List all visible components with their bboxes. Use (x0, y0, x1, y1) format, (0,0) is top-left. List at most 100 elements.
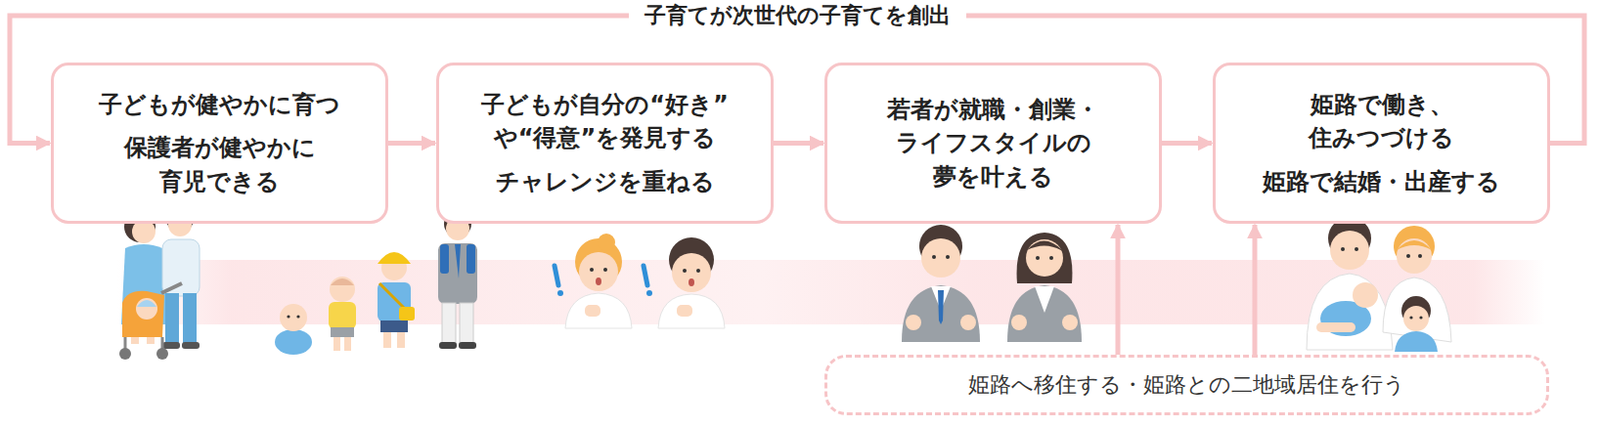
exclamation-mark-part (557, 290, 564, 297)
schoolboy-figure-part (459, 303, 474, 345)
box-text: 保護者が健やかに 育児できる (88, 131, 351, 198)
kindergarten-child-figure-part (383, 332, 392, 349)
girl-figure-part (589, 267, 594, 272)
family-father-figure-part (1354, 247, 1359, 252)
flow-arrow (1115, 224, 1121, 356)
schoolboy-figure-part (438, 243, 478, 305)
family-mother-figure-part (1406, 254, 1411, 259)
family-father-figure-part (1330, 230, 1370, 270)
box-heading: 子どもが健やかに育つ (98, 88, 341, 122)
baby-figure-part (286, 314, 290, 318)
kindergarten-child-figure-part (397, 332, 405, 349)
family-child-figure-part (1394, 331, 1438, 353)
family-father-figure-part (1340, 247, 1345, 252)
businessman-figure (901, 224, 980, 343)
businessman-figure-part (937, 290, 944, 325)
businesswoman-figure (1007, 232, 1082, 343)
flow-arrow (1161, 140, 1212, 146)
boy-figure-part (676, 305, 693, 317)
toddler-figure-part (329, 276, 356, 303)
box-heading: 姫路へ移住する・姫路との二地域居住を行う (968, 369, 1406, 400)
boy-figure-part (682, 268, 687, 273)
kindergarten-child-figure-part (379, 283, 407, 312)
boy-figure-part (671, 253, 712, 293)
boy-figure-part (658, 294, 725, 329)
schoolboy-figure-part (466, 244, 476, 274)
schoolboy-figure-part (439, 342, 457, 350)
family-father-figure-part (1306, 273, 1393, 351)
family-mother-figure-part (1396, 238, 1432, 274)
boy-figure-part (688, 278, 695, 287)
exclamation-mark-part (643, 266, 648, 286)
exclamation-mark-part (646, 290, 653, 297)
box-heading: 子どもが自分の“好き” や“得意”を発見する (474, 88, 736, 155)
toddler-figure-part (330, 278, 355, 286)
boy-figure (658, 237, 725, 329)
process-box: 子どもが健やかに育つ保護者が健やかに 育児できる (50, 62, 389, 224)
businesswoman-figure-part (1017, 232, 1073, 284)
girl-figure-part (584, 305, 601, 317)
father-figure-part (182, 293, 197, 345)
girl-figure-part (595, 277, 602, 286)
mother-figure (121, 211, 169, 345)
businesswoman-figure-part (1062, 314, 1078, 331)
stroller-part (156, 348, 169, 360)
kindergarten-child-figure (377, 252, 415, 349)
flow-arrow (388, 140, 436, 146)
girl-figure-part (578, 252, 619, 292)
boy-figure-part (696, 268, 701, 273)
stroller-part (136, 300, 157, 308)
schoolboy-figure-part (440, 244, 449, 274)
father-figure-part (162, 342, 180, 350)
toddler-figure-part (330, 327, 355, 338)
box-text: チャレンジを重ねる (495, 165, 715, 199)
baby-figure-part (279, 304, 308, 332)
businessman-figure-part (945, 255, 950, 260)
flow-arrow (1252, 224, 1258, 356)
kindergarten-child-figure-part (399, 307, 415, 321)
box-heading: 姫路で働き、 住みつづける (1250, 88, 1512, 155)
stroller-part (122, 291, 165, 338)
family-child-figure-part (1403, 306, 1429, 332)
stroller-part (135, 298, 158, 320)
girl-figure-part (565, 293, 632, 329)
toddler-figure (328, 276, 356, 352)
businesswoman-figure-part (1035, 256, 1040, 261)
family-father-figure (1306, 217, 1393, 351)
father-figure-part (181, 342, 200, 350)
schoolboy-figure (438, 210, 478, 350)
box-heading: 若者が就職・創業・ ライフスタイルの 夢を叶える (862, 92, 1124, 193)
family-baby-figure-part (1316, 322, 1356, 333)
stroller-part (161, 283, 182, 294)
toddler-figure-part (344, 337, 352, 352)
box-text: 姫路で結婚・出産する (1262, 165, 1501, 199)
father-figure (162, 205, 200, 350)
dashed-input-box: 姫路へ移住する・姫路との二地域居住を行う (824, 355, 1550, 416)
stroller (119, 283, 182, 360)
schoolboy-figure-part (454, 244, 461, 279)
businessman-figure-part (901, 285, 980, 343)
family-child-figure-part (1419, 315, 1423, 319)
family-child-figure-part (1409, 315, 1413, 319)
process-box: 若者が就職・創業・ ライフスタイルの 夢を叶える (824, 62, 1162, 224)
family-baby-figure-part (1352, 282, 1378, 309)
baby-figure-part (274, 329, 312, 356)
businessman-figure-part (932, 255, 936, 260)
girl-figure-part (603, 267, 608, 272)
businesswoman-figure-part (1011, 314, 1027, 331)
exclamation-mark-part (554, 266, 559, 286)
family-mother-figure-part (1396, 240, 1432, 251)
businesswoman-figure-part (1034, 286, 1055, 313)
kindergarten-child-figure-part (377, 252, 411, 265)
process-box: 姫路で働き、 住みつづける姫路で結婚・出産する (1212, 62, 1551, 224)
businesswoman-figure-part (1007, 285, 1082, 343)
stroller-part (119, 348, 132, 360)
edge-label: 子育てが次世代の子育てを創出 (628, 2, 967, 29)
toddler-figure-part (333, 337, 341, 352)
girl-figure (565, 233, 632, 329)
businesswoman-figure-part (1025, 239, 1064, 277)
businessman-figure-part (921, 238, 961, 278)
father-figure-part (162, 239, 200, 297)
businessman-figure-part (960, 314, 977, 331)
